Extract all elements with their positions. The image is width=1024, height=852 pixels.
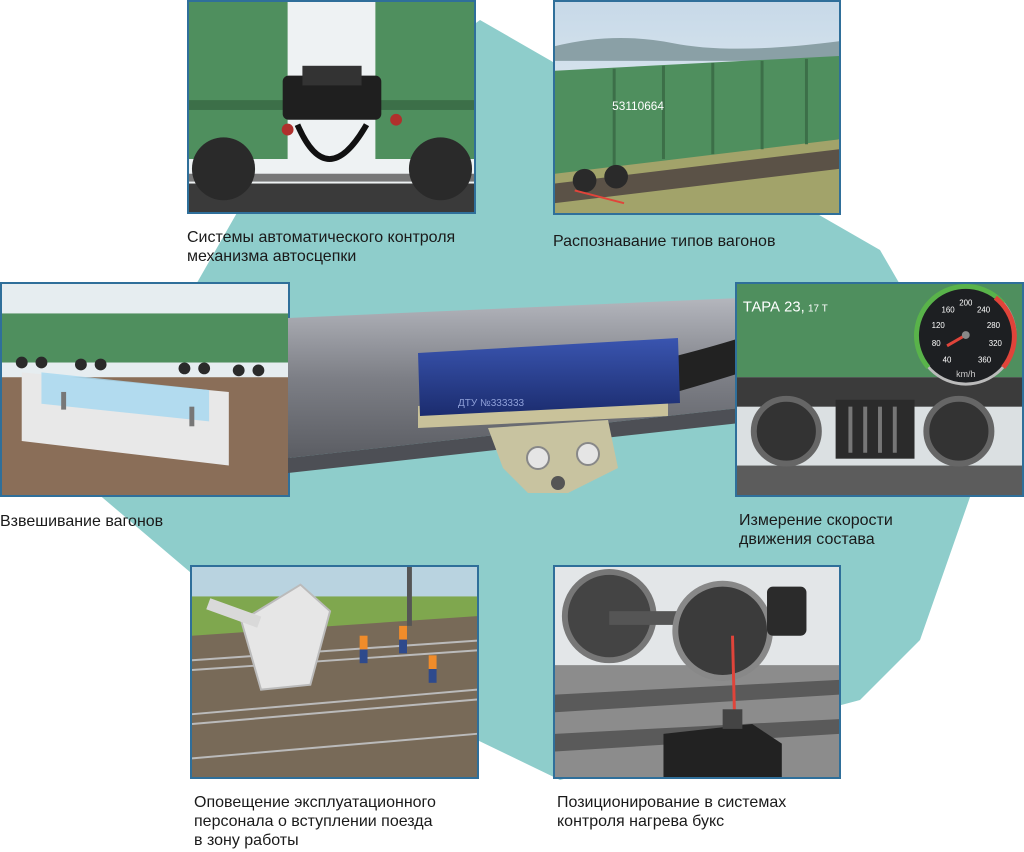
caption-line: Распознавание типов вагонов — [553, 233, 776, 250]
caption-line: Позиционирование в системах — [557, 794, 787, 811]
alert-caption: Оповещение эксплуатационного персонала о… — [194, 793, 436, 850]
speed-tick: 160 — [941, 305, 955, 314]
speed-tick: 360 — [978, 356, 992, 365]
speed-measurement-image: ТАРА 23, 17 Т 40 80 120 160 200 240 280 … — [735, 282, 1024, 497]
caption-line: Оповещение эксплуатационного — [194, 794, 436, 811]
wagon-type-image: 53110664 — [553, 0, 841, 215]
speed-tick: 40 — [943, 356, 952, 365]
axlebox-caption: Позиционирование в системах контроля наг… — [557, 793, 786, 831]
wagon-type-caption: Распознавание типов вагонов — [553, 232, 775, 251]
speed-tick: 200 — [959, 299, 973, 308]
caption-line: Системы автоматического контроля — [187, 229, 456, 246]
caption-line: Измерение скорости — [739, 512, 893, 529]
speed-tick: 120 — [932, 321, 946, 330]
caption-line: в зону работы — [194, 832, 299, 849]
weighing-image — [0, 282, 290, 497]
axlebox-heating-image — [553, 565, 841, 779]
speed-tick: 280 — [987, 321, 1001, 330]
tare-suffix-text: 17 Т — [808, 303, 828, 314]
speed-unit-text: km/h — [956, 369, 975, 379]
weighing-caption: Взвешивание вагонов — [0, 512, 163, 531]
coupler-caption: Системы автоматического контроля механиз… — [187, 228, 455, 266]
staff-alert-image — [190, 565, 479, 779]
caption-line: контроля нагрева букс — [557, 813, 725, 830]
sensor-marking-text: ДТУ №333333 — [458, 398, 525, 409]
caption-line: движения состава — [739, 531, 875, 548]
speed-caption: Измерение скорости движения состава — [739, 511, 893, 549]
speed-tick: 240 — [977, 305, 991, 314]
coupler-control-image — [187, 0, 476, 214]
caption-line: персонала о вступлении поезда — [194, 813, 433, 830]
speed-tick: 80 — [932, 339, 941, 348]
wagon-number-text: 53110664 — [612, 99, 664, 113]
speed-tick: 320 — [989, 339, 1003, 348]
rail-sensor-image: ДТУ №333333 — [288, 298, 740, 516]
tare-label-text: ТАРА 23, — [743, 300, 805, 316]
caption-line: механизма автосцепки — [187, 248, 357, 265]
caption-line: Взвешивание вагонов — [0, 513, 164, 530]
